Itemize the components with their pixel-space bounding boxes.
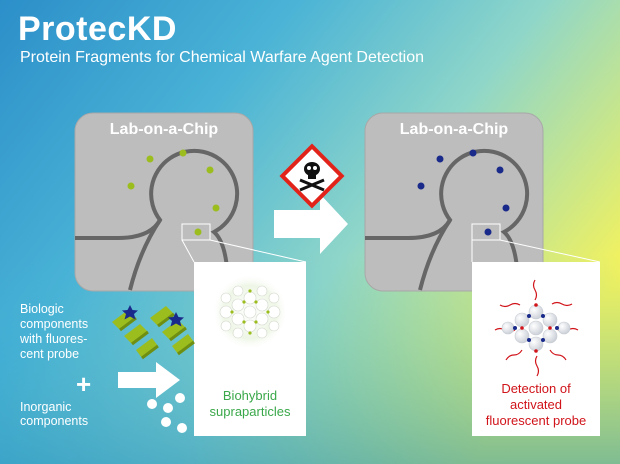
zoom-line — [499, 239, 601, 263]
page-subtitle: Protein Fragments for Chemical Warfare A… — [20, 49, 425, 66]
probe-dot — [496, 166, 504, 174]
plus-sign: + — [76, 369, 92, 399]
caption-line: Detection of — [501, 381, 571, 396]
probe-dot — [502, 204, 510, 212]
right-arrow-icon — [274, 194, 348, 254]
label-line: Biologic — [20, 302, 64, 316]
zoom-line — [209, 239, 307, 263]
page-title: ProtecKD — [18, 10, 177, 48]
label-line: cent probe — [20, 347, 80, 361]
left-chip — [74, 112, 254, 292]
left-chip-body — [74, 112, 254, 292]
label-line: components — [20, 317, 89, 331]
label-line: with fluores- — [20, 332, 88, 346]
supraparticle — [219, 285, 281, 339]
caption-line: supraparticles — [209, 404, 291, 419]
label-line: components — [20, 414, 89, 428]
right-chip-channel-branch — [418, 218, 452, 291]
right-chip-body — [364, 112, 544, 292]
protein-helix-icon — [112, 306, 195, 360]
probe-dot — [146, 155, 154, 163]
right-arrow-icon — [118, 362, 180, 398]
toxic-hazard-icon — [279, 143, 345, 209]
label-line: Inorganic — [20, 400, 72, 414]
caption-line: activated — [509, 397, 563, 412]
right-chip-zoom-box — [471, 223, 501, 241]
zoom-line — [181, 239, 195, 263]
left-chip-zoom-box — [181, 223, 211, 241]
left-chip-label: Lab-on-a-Chip — [109, 121, 219, 138]
inorganic-spheres — [147, 393, 187, 433]
skull-crossbones-icon — [299, 162, 325, 192]
probe-dot — [484, 228, 492, 236]
activated-probe-dots — [513, 314, 559, 342]
star-probe-icon — [168, 312, 184, 327]
caption-line: fluorescent probe — [485, 413, 587, 428]
probe-dot — [417, 182, 425, 190]
probe-dot — [436, 155, 444, 163]
inorganic-components-label: Inorganic components — [20, 400, 130, 428]
star-probe-icon — [122, 305, 138, 320]
probe-dot — [212, 204, 220, 212]
probe-dot — [206, 166, 214, 174]
left-panel-caption: Biohybrid supraparticles — [194, 388, 306, 420]
activated-probe-dots-red — [520, 303, 552, 353]
right-chip-probes — [417, 149, 510, 236]
probe-dot — [469, 149, 477, 157]
caption-line: Biohybrid — [222, 388, 278, 403]
probe-dot — [179, 149, 187, 157]
supraparticle-probes — [230, 289, 270, 335]
left-chip-channel-branch — [128, 218, 162, 291]
left-chip-probes — [127, 149, 220, 236]
right-panel-caption: Detection of activated fluorescent probe — [472, 381, 600, 429]
biologic-components-label: Biologic components with fluores- cent p… — [20, 302, 88, 362]
probe-dot — [194, 228, 202, 236]
right-chip-label: Lab-on-a-Chip — [399, 121, 509, 138]
right-chip — [364, 112, 544, 292]
probe-dot — [127, 182, 135, 190]
